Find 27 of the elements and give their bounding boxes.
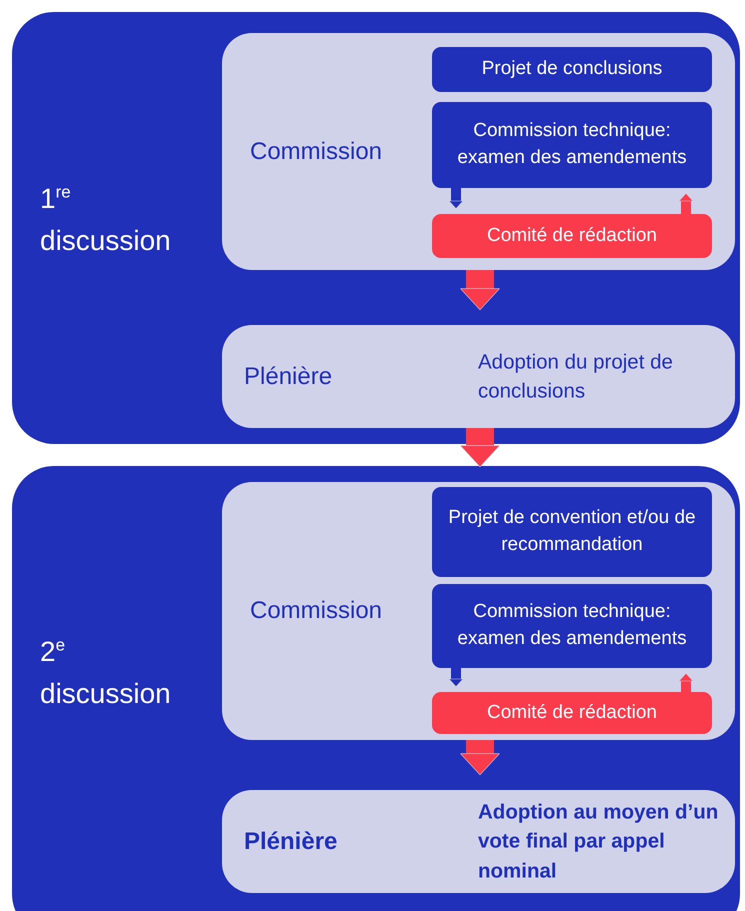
step-description: Adoption du projet de conclusions <box>478 348 674 404</box>
step-description: Adoption au moyen d’un vote final par appel nominal <box>478 798 720 884</box>
step-box: Commission technique: examen des amendements <box>432 102 712 188</box>
committee-box: Comité de rédaction <box>432 214 712 258</box>
stage-band <box>12 466 740 911</box>
step-box: Projet de conclusions <box>432 47 712 92</box>
body-title: Plénière <box>244 362 332 390</box>
body-title: Commission <box>250 138 382 166</box>
body-title: Plénière <box>244 828 338 856</box>
body-panel <box>222 33 735 270</box>
block-arrow <box>460 428 500 468</box>
stage-label: 1$^{re}$ discussion <box>40 182 172 258</box>
committee-box: Comité de rédaction <box>432 692 712 734</box>
step-box: Commission technique: examen des amendements <box>432 584 712 668</box>
body-panel <box>222 325 735 428</box>
body-panel <box>222 790 735 893</box>
block-arrow <box>678 673 694 692</box>
body-panel <box>222 482 735 740</box>
stage-label: 2$^{e}$ discussion <box>40 634 172 711</box>
stage-band <box>12 12 740 444</box>
block-arrow <box>460 270 500 310</box>
block-arrow <box>448 668 464 687</box>
block-arrow <box>460 740 500 776</box>
block-arrow <box>448 188 464 209</box>
block-arrow <box>678 193 694 214</box>
body-title: Commission <box>250 597 382 625</box>
step-box: Projet de convention et/ou de recommandation <box>432 487 712 577</box>
